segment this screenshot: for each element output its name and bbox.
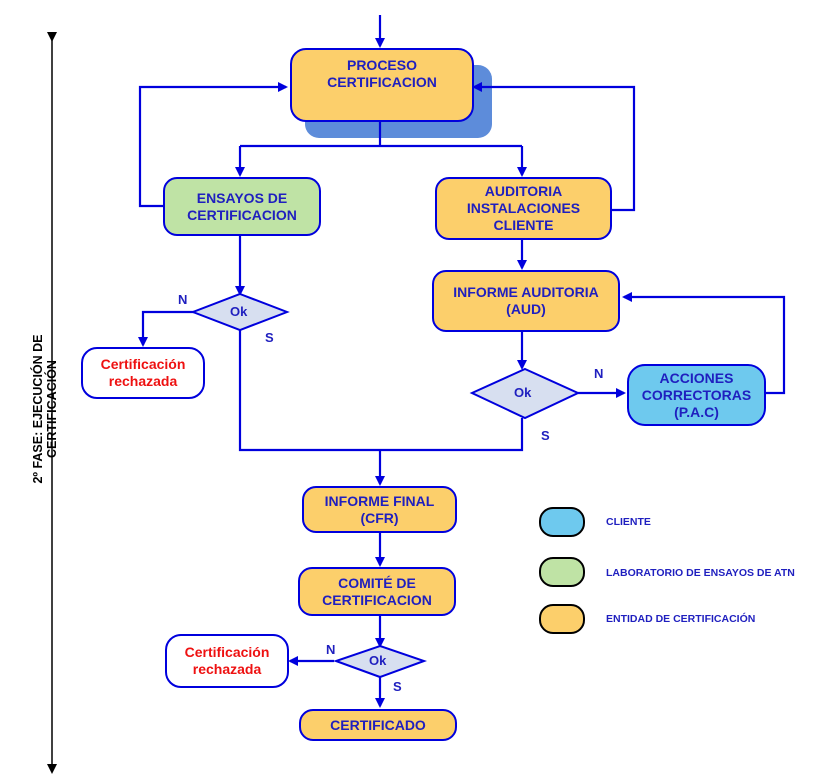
legend-swatch-entidad xyxy=(539,604,585,634)
decision-ok3-shape xyxy=(332,644,428,679)
arrow-ok2-yes xyxy=(380,418,524,452)
branch-s-ok1: S xyxy=(265,330,274,345)
node-certificado: CERTIFICADO xyxy=(299,709,457,741)
branch-n-ok1: N xyxy=(178,292,188,307)
phase-label: 2º FASE: EJECUCIÓN DE CERTIFICACIÓN xyxy=(31,334,59,484)
arrow-ok1-yes xyxy=(238,330,380,452)
loop-acciones-informe xyxy=(622,292,786,395)
branch-n-ok3: N xyxy=(326,642,336,657)
loop-auditoria-process xyxy=(472,82,636,212)
legend-label-laboratorio: LABORATORIO DE ENSAYOS DE ATN xyxy=(606,567,795,579)
decision-ok2-label: Ok xyxy=(514,385,532,400)
legend-label-cliente: CLIENTE xyxy=(606,516,651,528)
legend-label-entidad: ENTIDAD DE CERTIFICACIÓN xyxy=(606,613,756,625)
arrow-ok1-no xyxy=(138,310,195,347)
node-ensayos-certificacion: ENSAYOS DE CERTIFICACION xyxy=(163,177,321,236)
legend-swatch-cliente xyxy=(539,507,585,537)
legend-swatch-laboratorio xyxy=(539,557,585,587)
node-comite-certificacion: COMITÉ DE CERTIFICACION xyxy=(298,567,456,616)
node-acciones-correctoras: ACCIONES CORRECTORAS (P.A.C) xyxy=(627,364,766,426)
decision-ok1-label: Ok xyxy=(230,304,248,319)
arrow-process-split xyxy=(240,122,522,148)
node-auditoria-instalaciones: AUDITORIA INSTALACIONES CLIENTE xyxy=(435,177,612,240)
decision-ok2-shape xyxy=(469,367,581,420)
node-informe-final: INFORME FINAL (CFR) xyxy=(302,486,457,533)
node-informe-auditoria: INFORME AUDITORIA (AUD) xyxy=(432,270,620,332)
node-proceso-certificacion: PROCESO CERTIFICACION xyxy=(290,48,474,122)
node-certificacion-rechazada-2: Certificación rechazada xyxy=(165,634,289,688)
branch-n-ok2: N xyxy=(594,366,604,381)
node-certificacion-rechazada-1: Certificación rechazada xyxy=(81,347,205,399)
decision-ok1-shape xyxy=(190,292,290,332)
branch-s-ok3: S xyxy=(393,679,402,694)
decision-ok3-label: Ok xyxy=(369,653,387,668)
loop-ensayos-process xyxy=(138,82,288,208)
branch-s-ok2: S xyxy=(541,428,550,443)
